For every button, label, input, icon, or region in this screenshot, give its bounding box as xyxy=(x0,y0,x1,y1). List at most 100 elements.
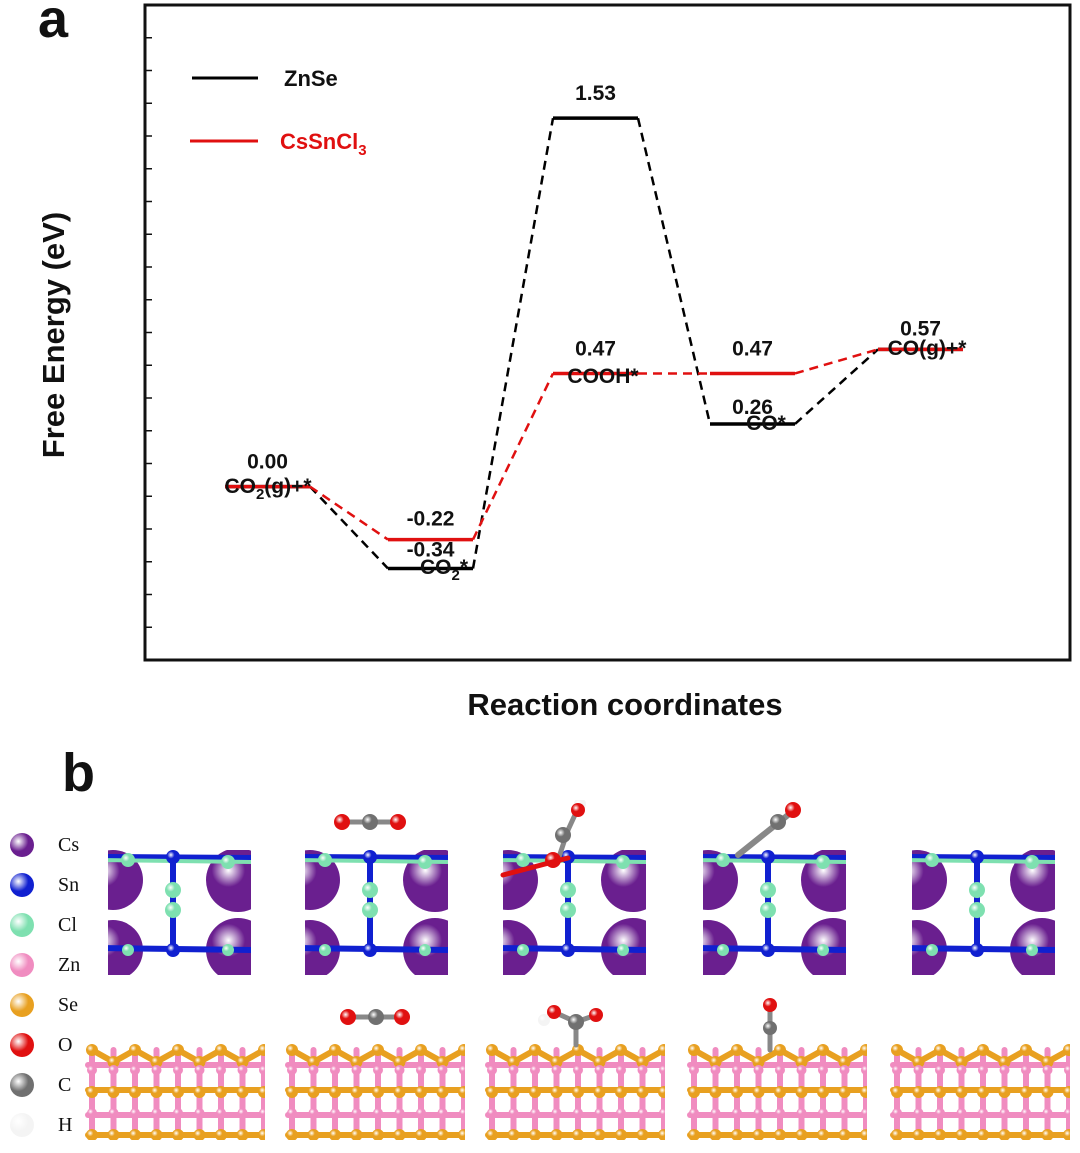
atom xyxy=(530,1108,540,1118)
atom xyxy=(87,1065,97,1075)
atom xyxy=(1063,1129,1070,1140)
atom xyxy=(436,1129,449,1140)
atom xyxy=(593,1129,606,1140)
atom xyxy=(194,1065,205,1075)
atom-ball-icon xyxy=(10,1033,34,1057)
atom xyxy=(193,1056,206,1068)
atom xyxy=(459,1065,465,1075)
atom xyxy=(763,998,777,1012)
atom xyxy=(550,1086,563,1098)
atom xyxy=(329,1129,341,1140)
atom xyxy=(236,1056,249,1068)
atom xyxy=(709,1086,722,1098)
atom xyxy=(892,1065,902,1075)
atom xyxy=(801,850,846,912)
atom xyxy=(393,1086,406,1098)
value-label: -0.34 xyxy=(407,538,455,561)
panel-b-letter: b xyxy=(62,743,95,803)
atom xyxy=(926,944,938,956)
atom xyxy=(287,1065,297,1075)
atom xyxy=(818,1108,828,1118)
atom xyxy=(913,1065,924,1075)
atom xyxy=(551,1065,562,1075)
atom xyxy=(731,1086,743,1098)
atom xyxy=(1041,1056,1054,1068)
atom xyxy=(999,1065,1010,1075)
atom xyxy=(838,1056,851,1068)
atom xyxy=(216,1108,226,1118)
atom xyxy=(151,1065,162,1075)
atom xyxy=(487,1065,497,1075)
atom xyxy=(731,1129,743,1140)
atom xyxy=(130,1108,140,1118)
connector-cssncl3 xyxy=(309,485,389,541)
atom xyxy=(891,1044,903,1056)
atom xyxy=(999,1108,1010,1118)
atom xyxy=(129,1086,141,1098)
atom xyxy=(977,1129,989,1140)
atom xyxy=(1021,1108,1031,1118)
atom xyxy=(795,1086,808,1098)
atom xyxy=(796,1108,807,1118)
atom xyxy=(165,902,181,918)
atom xyxy=(709,1056,722,1068)
atom xyxy=(173,1065,183,1075)
atom xyxy=(688,1129,700,1140)
atom xyxy=(838,1086,851,1098)
atom xyxy=(560,902,576,918)
legend-label: Se xyxy=(58,994,78,1016)
atom xyxy=(372,1129,384,1140)
atom xyxy=(108,1108,119,1118)
atom xyxy=(330,1065,340,1075)
atom xyxy=(166,943,180,957)
atom xyxy=(215,1044,227,1056)
legend-label: O xyxy=(58,1034,73,1056)
atom xyxy=(373,1065,383,1075)
atom xyxy=(978,1108,988,1118)
znse-structure xyxy=(890,1044,1070,1140)
atom xyxy=(172,1044,184,1056)
atom xyxy=(403,850,448,912)
legend-label: C xyxy=(58,1074,72,1096)
value-label: 0.47 xyxy=(575,337,616,360)
atom xyxy=(222,944,234,956)
atom xyxy=(362,814,378,830)
atom xyxy=(838,1129,851,1140)
atom xyxy=(1042,1065,1053,1075)
category-label: CO2* xyxy=(420,556,469,584)
atom-ball-icon xyxy=(10,953,34,977)
atom xyxy=(636,1056,649,1068)
atom xyxy=(372,1086,384,1098)
atom xyxy=(969,882,985,898)
atom xyxy=(817,1086,829,1098)
atom xyxy=(516,853,530,867)
atom xyxy=(236,1129,249,1140)
atom xyxy=(150,1056,163,1068)
atom xyxy=(1041,1086,1054,1098)
atom-ball-icon xyxy=(10,1113,34,1137)
atom xyxy=(193,1086,206,1098)
connectors xyxy=(309,117,879,570)
atom xyxy=(150,1129,163,1140)
atom xyxy=(775,1065,785,1075)
atom xyxy=(215,1129,227,1140)
atom xyxy=(970,850,984,864)
category-labels: CO2(g)+*CO2*COOH*CO*CO(g)+* xyxy=(224,337,967,584)
atom xyxy=(555,827,571,843)
atom xyxy=(259,1065,265,1075)
cssncl3-structure xyxy=(305,814,448,975)
atom xyxy=(122,944,134,956)
atom xyxy=(732,1065,742,1075)
atom xyxy=(393,1129,406,1140)
atom xyxy=(710,1108,721,1118)
atom xyxy=(517,944,529,956)
atom xyxy=(616,855,630,869)
atom-ball-icon xyxy=(10,873,34,897)
atom xyxy=(785,802,801,818)
atom xyxy=(568,1014,584,1030)
atom xyxy=(86,1129,98,1140)
atom xyxy=(935,1108,945,1118)
znse-structure xyxy=(687,998,867,1140)
atom xyxy=(689,1108,699,1118)
atom xyxy=(1020,1129,1032,1140)
